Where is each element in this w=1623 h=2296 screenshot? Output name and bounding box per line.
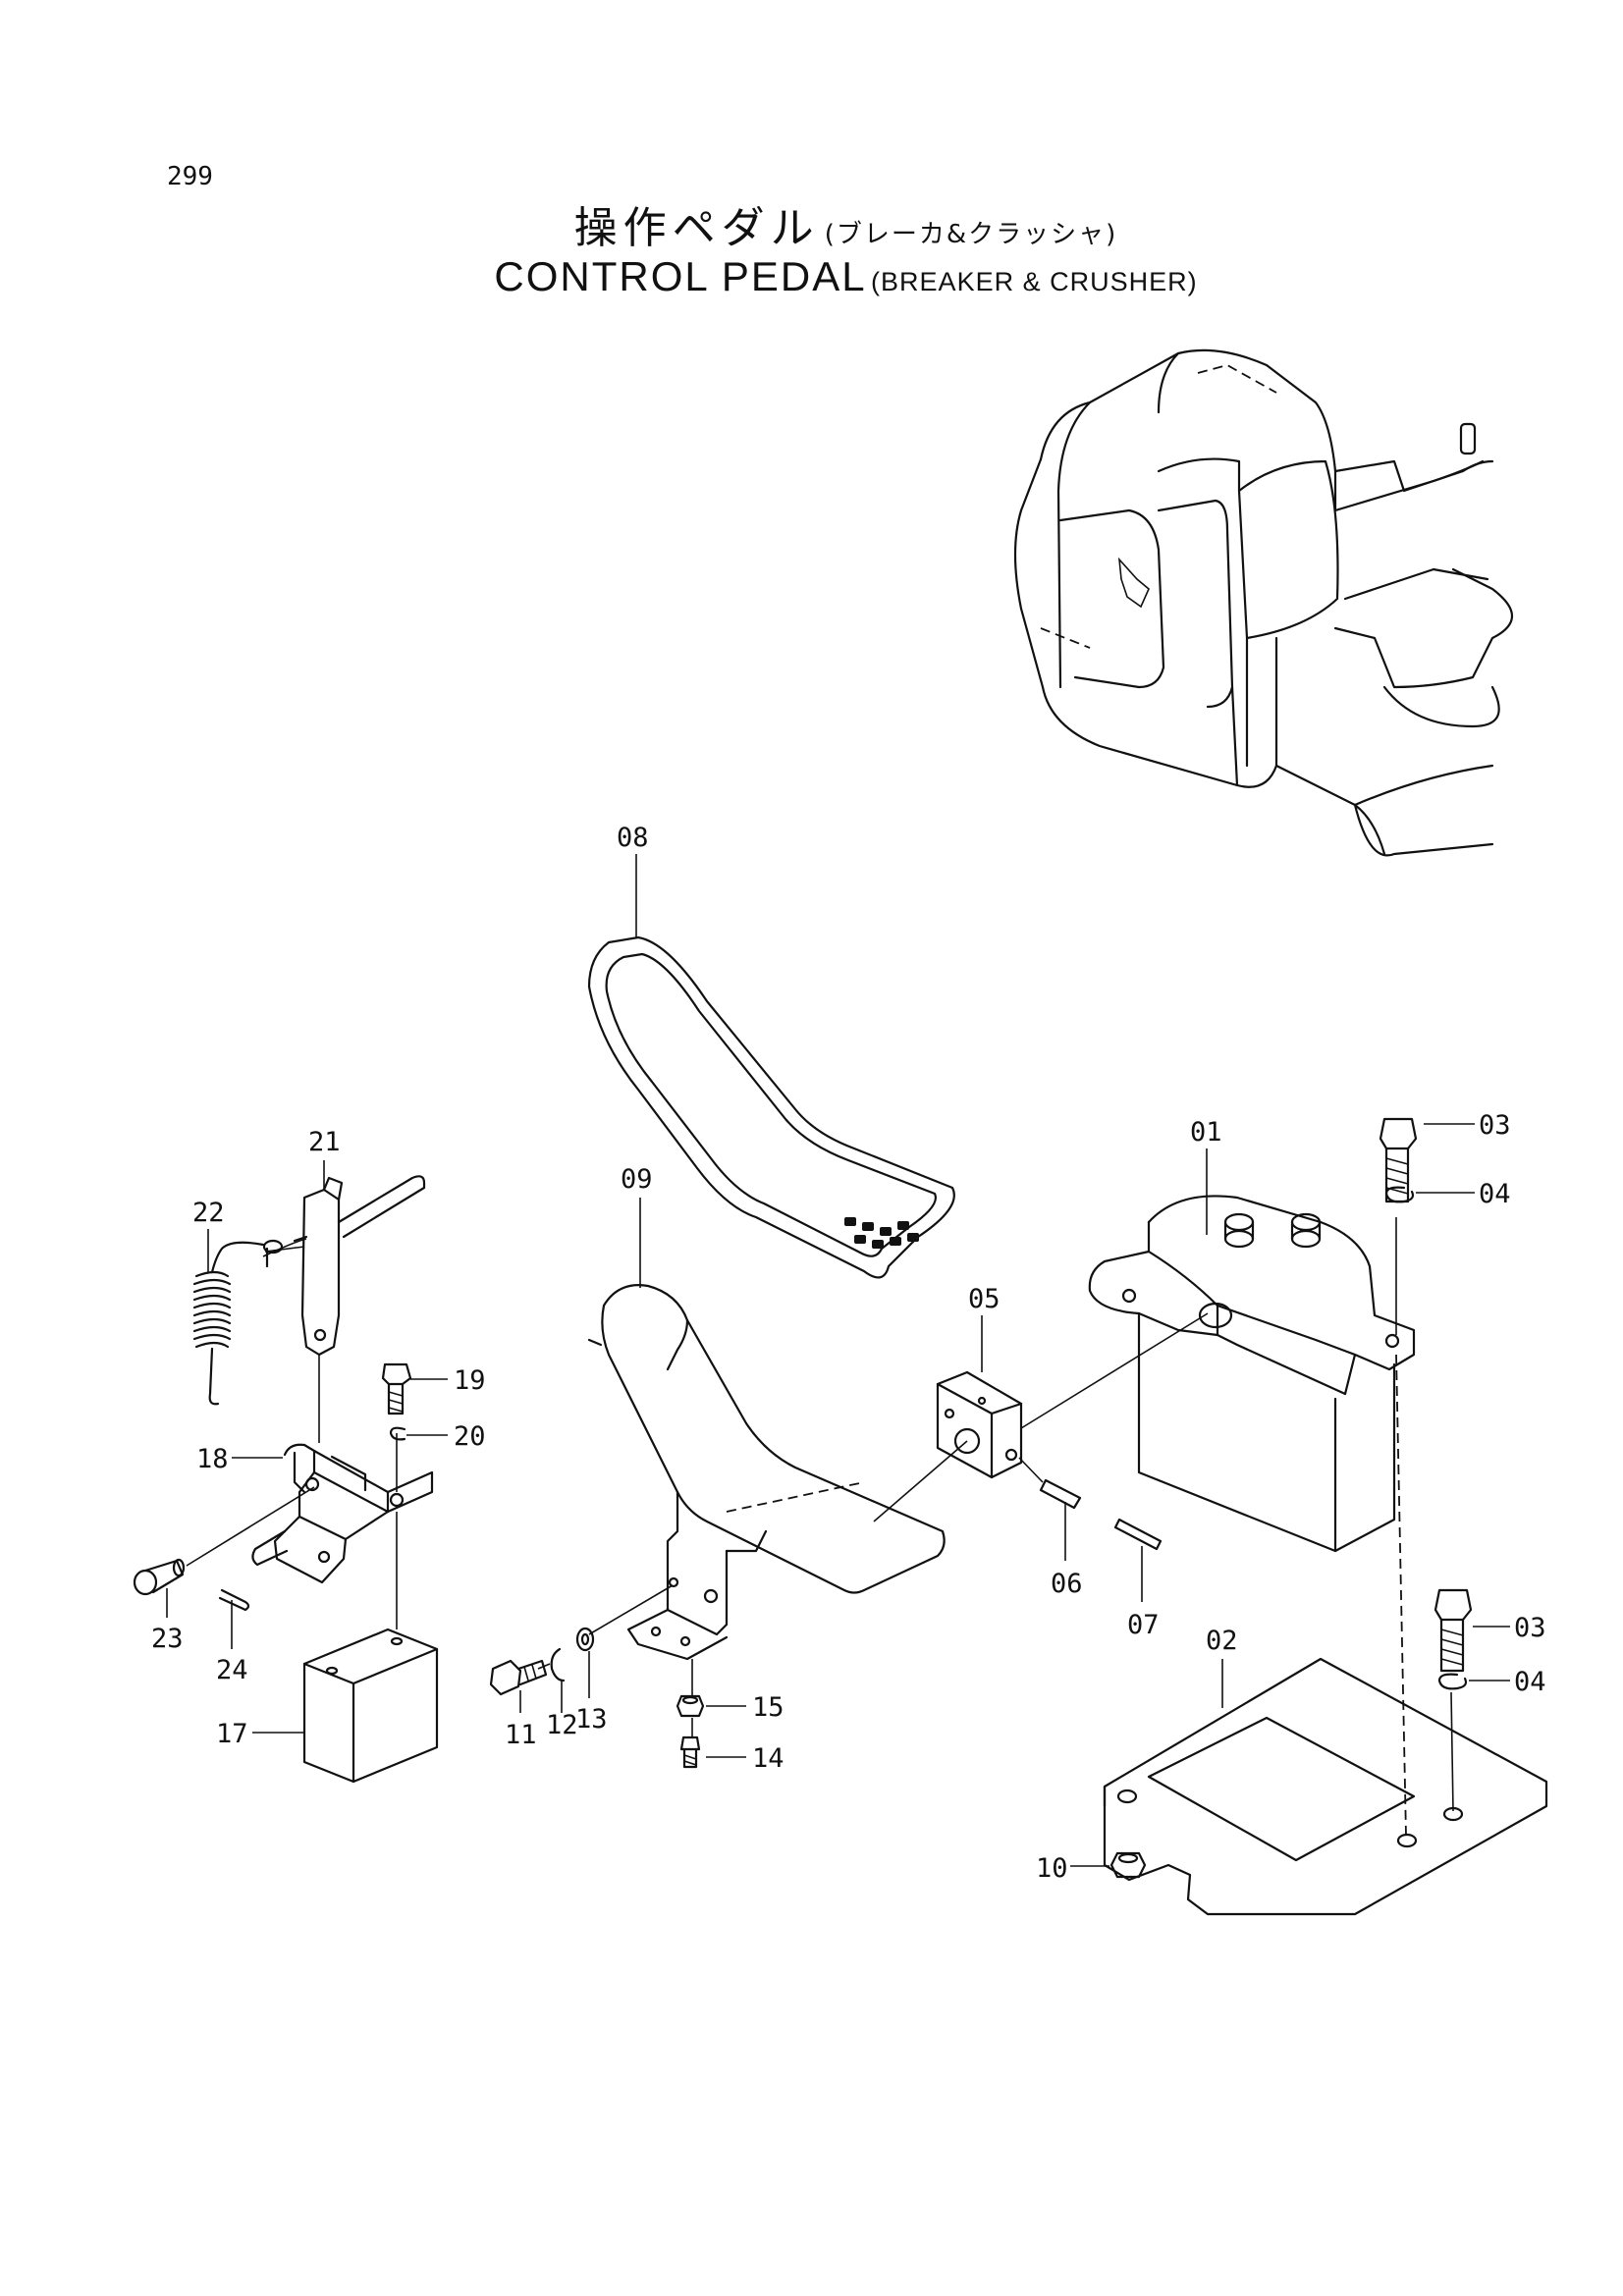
part-17-block — [302, 1628, 439, 1784]
label-06: 06 — [1051, 1569, 1083, 1599]
part-08-pedal-rubber-cover — [587, 935, 955, 1279]
part-04-washer-upper — [1384, 1186, 1415, 1203]
label-24: 24 — [216, 1655, 248, 1685]
part-03-bolt-upper — [1379, 1117, 1418, 1203]
label-03-lower: 03 — [1514, 1613, 1546, 1643]
label-02: 02 — [1206, 1626, 1238, 1656]
part-07-pin — [1113, 1518, 1163, 1551]
label-04-lower: 04 — [1514, 1667, 1546, 1697]
excavator-cab-illustration — [1013, 348, 1513, 857]
part-04-washer-lower — [1437, 1673, 1468, 1690]
callout-leaders — [166, 854, 1510, 1867]
part-labels: 08 09 01 02 03 04 03 04 05 06 07 10 11 1… — [151, 823, 1546, 1884]
part-14-screw — [679, 1735, 701, 1769]
part-02-mounting-plate — [1103, 1657, 1548, 1916]
label-07: 07 — [1127, 1610, 1160, 1640]
part-24-cotter-pin — [218, 1588, 250, 1612]
title-english: CONTROL PEDAL (BREAKER & CRUSHER) — [0, 253, 1623, 300]
label-08: 08 — [617, 823, 649, 853]
part-19-bolt — [381, 1362, 412, 1415]
label-03-upper: 03 — [1479, 1110, 1511, 1141]
part-12-snap-ring — [550, 1647, 566, 1682]
assembly-lines — [186, 1217, 1454, 1837]
part-03-bolt-lower — [1434, 1588, 1473, 1673]
part-18-bracket — [251, 1443, 434, 1584]
part-05-block — [936, 1370, 1023, 1479]
part-15-nut — [676, 1694, 705, 1718]
label-17: 17 — [216, 1719, 248, 1749]
label-13: 13 — [575, 1704, 608, 1735]
page-number: 299 — [167, 162, 213, 191]
title-japanese: 操作ペダル (ブレーカ&クラッシャ) — [0, 192, 1623, 255]
label-05: 05 — [968, 1284, 1001, 1314]
part-10-nut — [1109, 1851, 1147, 1879]
label-15: 15 — [752, 1692, 784, 1723]
label-23: 23 — [151, 1624, 184, 1654]
label-22: 22 — [192, 1198, 225, 1228]
part-22-spring — [192, 1238, 307, 1406]
part-06-pin — [1039, 1478, 1082, 1510]
part-09-pedal — [587, 1284, 946, 1661]
label-18: 18 — [196, 1444, 229, 1474]
label-12: 12 — [546, 1710, 578, 1740]
label-11: 11 — [505, 1720, 537, 1750]
part-21-lever — [293, 1175, 426, 1357]
part-11-bolt — [489, 1659, 548, 1696]
part-13-washer — [575, 1627, 595, 1652]
title-jp-main: 操作ペダル — [573, 203, 820, 253]
part-20-washer — [389, 1426, 406, 1441]
title-en-sub: (BREAKER & CRUSHER) — [871, 267, 1198, 296]
title-en-main: CONTROL PEDAL — [494, 253, 867, 299]
label-21: 21 — [308, 1127, 341, 1157]
label-09: 09 — [621, 1164, 653, 1195]
part-23-pin — [133, 1558, 186, 1596]
title-jp-sub: (ブレーカ&クラッシャ) — [824, 220, 1118, 249]
label-10: 10 — [1036, 1853, 1068, 1884]
label-14: 14 — [752, 1743, 784, 1774]
part-01-pilot-valve — [1088, 1195, 1416, 1553]
label-19: 19 — [454, 1365, 486, 1396]
label-01: 01 — [1190, 1117, 1222, 1148]
label-04-upper: 04 — [1479, 1179, 1511, 1209]
label-20: 20 — [454, 1421, 486, 1452]
